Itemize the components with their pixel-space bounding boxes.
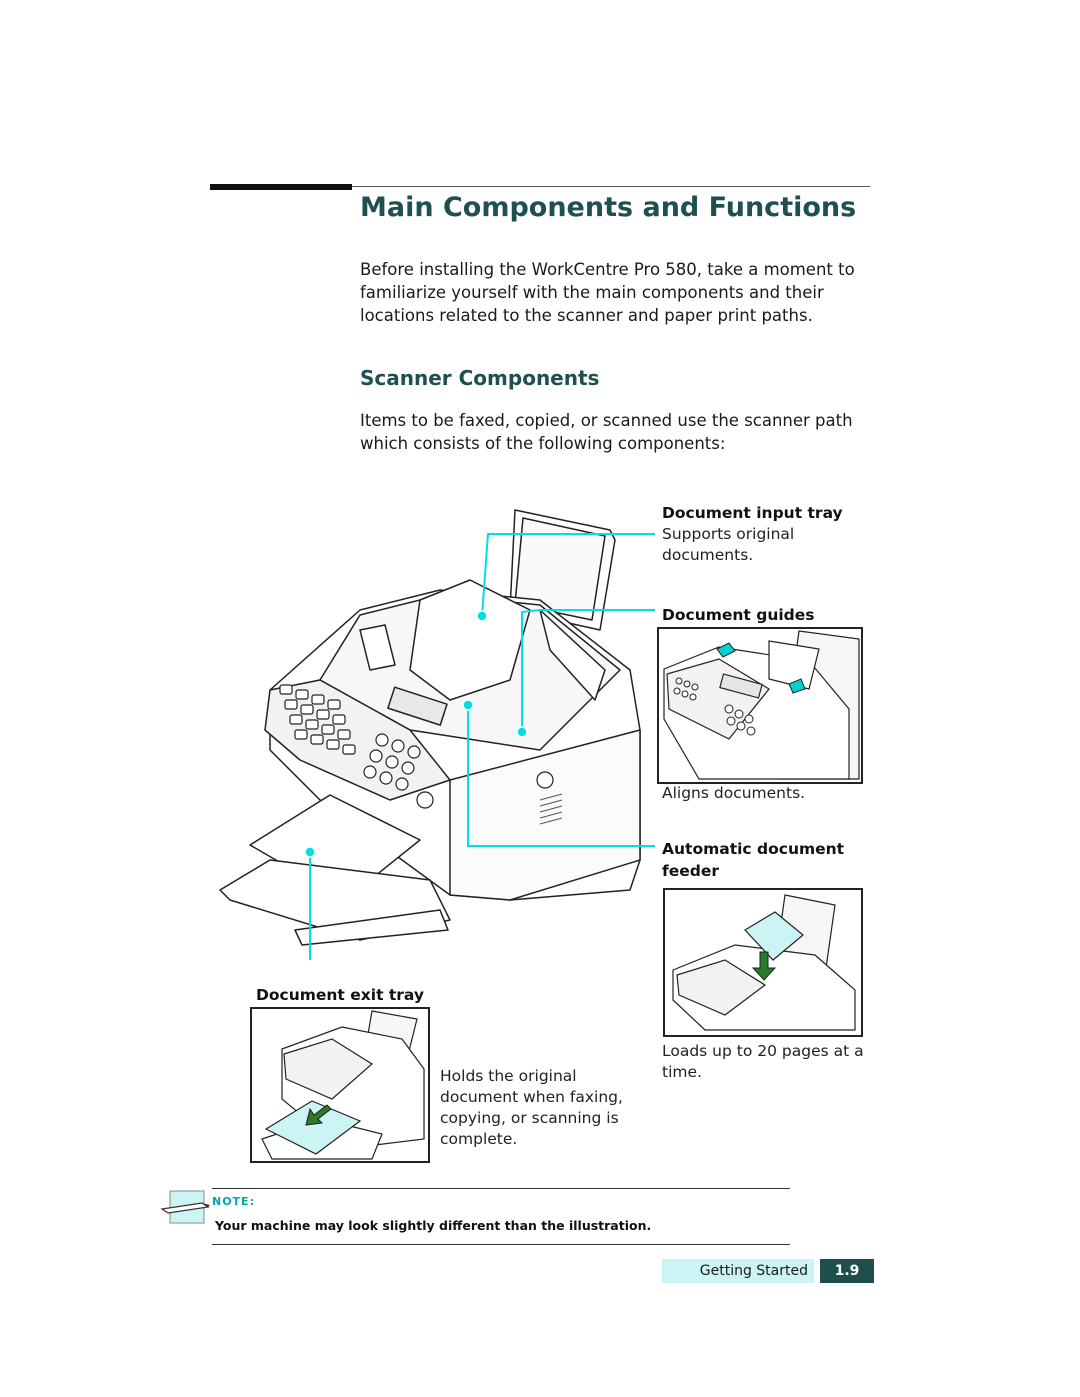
section-intro-paragraph: Items to be faxed, copied, or scanned us… [360,411,853,453]
title-rule-thin [352,186,870,187]
note-label: NOTE: [212,1195,255,1208]
intro-paragraph: Before installing the WorkCentre Pro 580… [360,260,855,325]
exit-tray-desc: Holds the original document when faxing,… [440,1067,623,1148]
note-top-rule [212,1188,790,1189]
adf-title: Automatic document feeder [662,840,845,880]
page-title: Main Components and Functions [360,192,857,223]
footer-page-number: 1.9 [820,1259,874,1283]
note-pencil-icon [160,1190,210,1224]
guides-title: Document guides [662,606,815,624]
adf-thumbnail [663,888,863,1037]
guides-desc: Aligns documents. [662,784,806,802]
adf-desc: Loads up to 20 pages at a time. [662,1042,864,1081]
exit-tray-thumbnail [250,1007,430,1163]
section-title: Scanner Components [360,366,600,390]
guides-thumbnail [657,627,863,784]
title-rule-thick [210,184,352,190]
footer-chapter-label: Getting Started [662,1259,814,1283]
input-tray-title: Document input tray [662,504,843,522]
note-bottom-rule [212,1244,790,1245]
note-text: Your machine may look slightly different… [215,1218,652,1233]
exit-tray-title: Document exit tray [256,986,425,1004]
guides-illustration [663,630,860,780]
fax-machine-illustration [219,509,655,960]
exit-tray-illustration [261,1010,425,1160]
adf-illustration [672,894,856,1031]
input-tray-desc: Supports original documents. [662,525,795,564]
